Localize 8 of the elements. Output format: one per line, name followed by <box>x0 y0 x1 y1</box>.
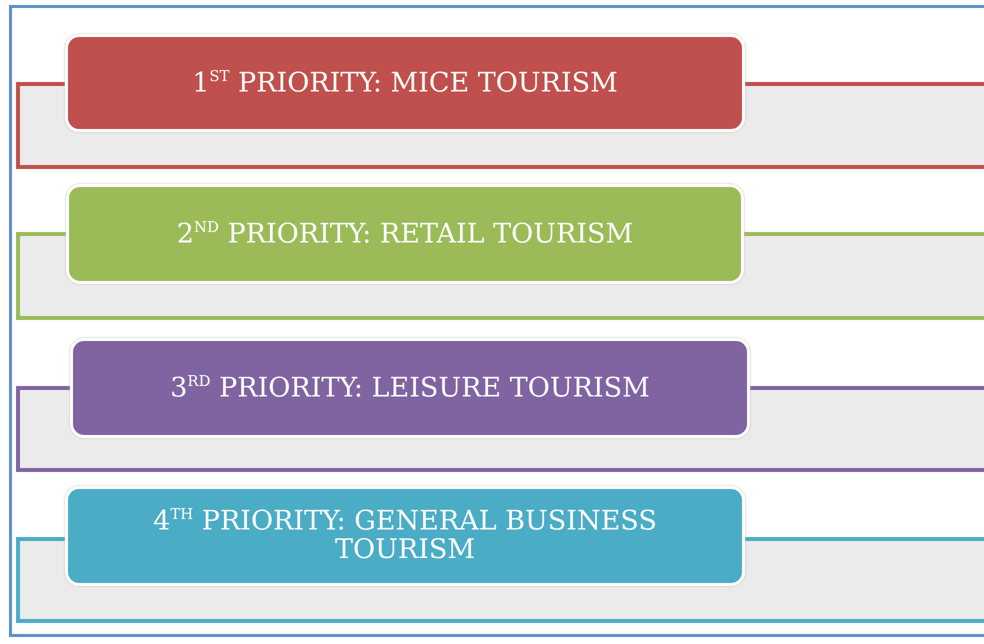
priority-box <box>65 486 745 586</box>
priority-title: 1$^{ST}$ PRIORITY: MICE TOURISM <box>191 68 619 98</box>
priority-box <box>65 34 745 132</box>
priority-title: 4$^{TH}$ PRIORITY: GENERAL BUSINESS TOURISM <box>152 507 658 565</box>
priority-box <box>70 338 750 438</box>
priority-title: 2$^{ND}$ PRIORITY: RETAIL TOURISM <box>176 220 634 248</box>
priority-title: 3$^{RD}$ PRIORITY: LEISURE TOURISM <box>169 374 651 402</box>
priority-box <box>66 184 744 284</box>
